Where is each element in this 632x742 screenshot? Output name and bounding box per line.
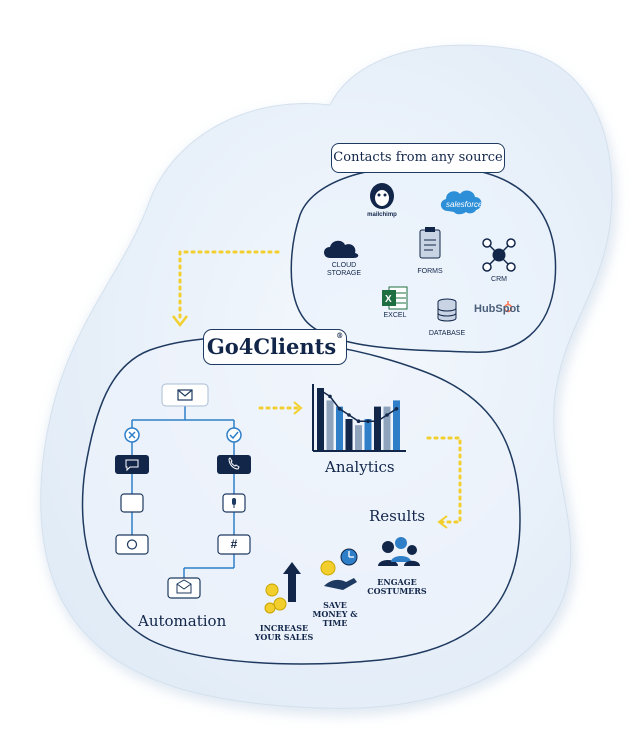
analytics-label: Analytics xyxy=(325,458,395,476)
chart-trend-point xyxy=(337,407,342,411)
mailchimp-icon xyxy=(370,183,394,209)
forms-icon xyxy=(419,227,441,259)
chart-bar xyxy=(355,425,362,450)
chart-trend-point xyxy=(347,413,351,417)
brand-name: Go4Clients xyxy=(206,334,337,359)
increase-sales-label: INCREASE YOUR SALES xyxy=(254,623,314,642)
chart-bar xyxy=(336,406,343,450)
chart-bars xyxy=(317,388,400,450)
crm-label: CRM xyxy=(491,276,507,283)
increase-sales-icon xyxy=(264,562,301,614)
contacts-region xyxy=(290,165,557,353)
chart-trend-point xyxy=(394,407,399,411)
engage-customers-icon xyxy=(378,537,420,566)
forms-label: FORMS xyxy=(417,268,443,275)
cloud-storage-label: CLOUD STORAGE xyxy=(326,262,362,277)
chart-bar xyxy=(383,406,391,450)
chart-trend-point xyxy=(366,419,370,424)
chart-trend-point xyxy=(375,419,380,424)
brand-mark: ® xyxy=(336,331,344,340)
hash-node xyxy=(217,534,251,555)
circle-node xyxy=(115,534,149,555)
chart-trend-dots xyxy=(318,388,399,424)
mailchimp-label: mailchimp xyxy=(367,212,397,218)
engage-customers-label: ENGAGE COSTUMERS xyxy=(367,577,427,596)
automation-flow xyxy=(131,406,235,578)
salesforce-label: salesforce xyxy=(446,200,483,209)
accept-icon xyxy=(226,427,242,443)
chart-trend-point xyxy=(328,394,332,399)
email-node-icon xyxy=(177,389,193,401)
flow-arrow-head-1 xyxy=(172,315,188,328)
chart-trend-point xyxy=(318,388,323,393)
database-label: DATABASE xyxy=(428,330,466,337)
chat-node xyxy=(115,455,149,474)
database-icon xyxy=(437,298,457,322)
chart-trend-point xyxy=(385,413,389,417)
chart-bar xyxy=(317,388,324,450)
hash-symbol: # xyxy=(230,537,238,551)
chart-bar xyxy=(345,419,353,450)
salesforce-icon xyxy=(440,190,482,215)
chart-trend-point xyxy=(356,419,361,424)
chart-bar xyxy=(374,406,381,450)
chart-bar xyxy=(364,419,372,450)
flow-arrow-head-3 xyxy=(437,515,448,529)
flow-arrow-contacts xyxy=(178,250,280,322)
brand-logo: Go4Clients® xyxy=(203,329,347,365)
contacts-header: Contacts from any source xyxy=(331,143,505,173)
crm-icon xyxy=(482,238,516,272)
excel-icon: X xyxy=(382,286,408,310)
chart-bar xyxy=(326,400,334,450)
results-label: Results xyxy=(369,507,426,525)
email-node xyxy=(161,383,209,407)
chart-bar xyxy=(393,400,400,450)
hubspot-sprocket-icon xyxy=(503,301,513,313)
empty-node xyxy=(120,493,144,513)
svg-text:X: X xyxy=(385,294,392,305)
hubspot-label: HubSpot xyxy=(474,303,520,315)
excel-label: EXCEL xyxy=(383,312,407,319)
save-money-label: SAVE MONEY & TIME xyxy=(312,600,358,628)
save-money-icon xyxy=(320,548,358,590)
flow-arrow-head-2 xyxy=(293,401,303,415)
automation-label: Automation xyxy=(138,612,227,630)
mail-open-node xyxy=(167,577,201,599)
cloud-storage-icon xyxy=(324,240,359,258)
flow-arrow-analytics xyxy=(426,436,462,524)
phone-node xyxy=(217,455,251,474)
